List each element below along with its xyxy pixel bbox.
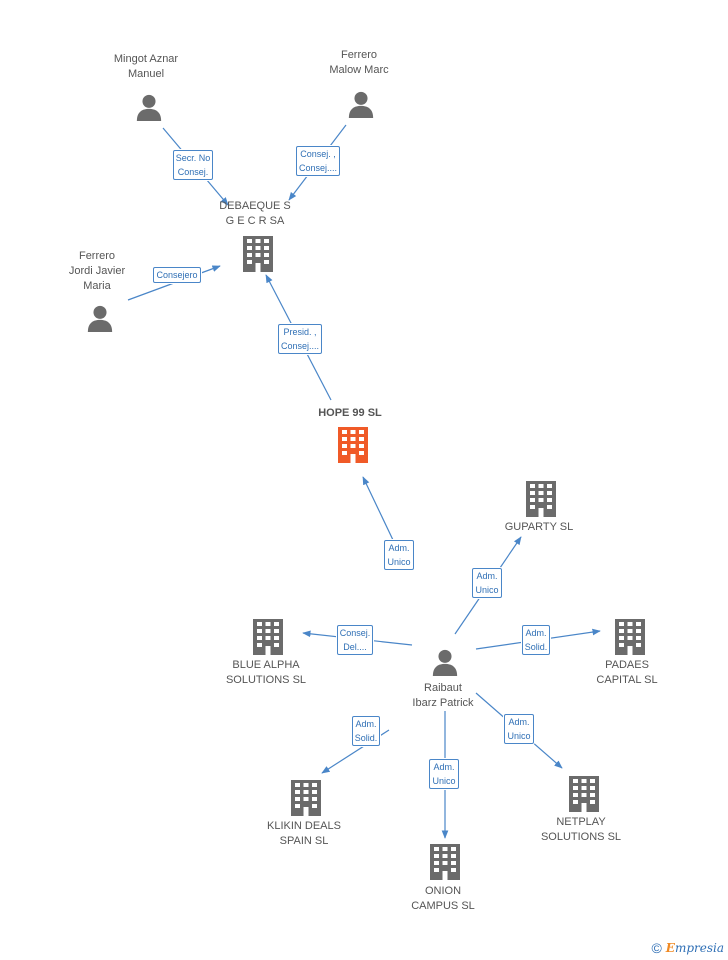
edge-label-ferrero_m-to-debaeque[interactable]: Consej. , Consej.... xyxy=(295,146,341,176)
netplay-building-icon[interactable] xyxy=(569,776,599,812)
edge-label-raibaut-to-guparty[interactable]: Adm. Unico xyxy=(472,568,502,598)
guparty-building-icon[interactable] xyxy=(526,481,556,517)
node-label-hope[interactable]: HOPE 99 SL xyxy=(318,406,382,419)
edge-label-raibaut-to-netplay[interactable]: Adm. Unico xyxy=(504,714,534,744)
edge-label-ferrero_j-to-debaeque[interactable]: Consejero xyxy=(153,267,201,283)
edge-raibaut-to-hope xyxy=(362,476,394,541)
debaeque-building-icon[interactable] xyxy=(243,236,273,272)
node-label-mingot[interactable]: Mingot Aznar Manuel xyxy=(113,53,179,80)
mingot-person-icon[interactable] xyxy=(136,94,162,121)
footer-brand: © Empresia xyxy=(651,940,724,956)
raibaut-person-icon[interactable] xyxy=(432,649,458,676)
edge-label-raibaut-to-padaes[interactable]: Adm. Solid. xyxy=(521,625,551,655)
edge-label-raibaut-to-hope[interactable]: Adm. Unico xyxy=(384,540,414,570)
edge-ferrero_j-to-debaeque xyxy=(127,265,221,301)
node-label-padaes[interactable]: PADAES CAPITAL SL xyxy=(596,659,658,686)
hope-building-icon[interactable] xyxy=(338,427,368,463)
brand-logo: Empresia xyxy=(665,941,724,955)
edge-label-raibaut-to-onion[interactable]: Adm. Unico xyxy=(429,759,459,789)
node-label-guparty[interactable]: GUPARTY SL xyxy=(504,520,574,533)
ferrero_j-person-icon[interactable] xyxy=(87,305,113,332)
node-label-debaeque[interactable]: DEBAEQUE S G E C R SA xyxy=(219,200,291,227)
node-label-onion[interactable]: ONION CAMPUS SL xyxy=(411,885,475,912)
edge-label-mingot-to-debaeque[interactable]: Secr. No Consej. xyxy=(172,150,214,180)
bluealpha-building-icon[interactable] xyxy=(253,619,283,655)
node-label-ferrero_m[interactable]: Ferrero Malow Marc xyxy=(329,49,389,76)
ferrero_m-person-icon[interactable] xyxy=(348,91,374,118)
copyright-icon: © xyxy=(651,940,662,956)
edge-label-raibaut-to-klikin[interactable]: Adm. Solid. xyxy=(351,716,381,746)
onion-building-icon[interactable] xyxy=(430,844,460,880)
padaes-building-icon[interactable] xyxy=(615,619,645,655)
klikin-building-icon[interactable] xyxy=(291,780,321,816)
node-label-raibaut[interactable]: Raibaut Ibarz Patrick xyxy=(412,682,474,709)
node-label-bluealpha[interactable]: BLUE ALPHA SOLUTIONS SL xyxy=(225,659,307,686)
node-label-klikin[interactable]: KLIKIN DEALS SPAIN SL xyxy=(267,820,341,847)
node-label-ferrero_j[interactable]: Ferrero Jordi Javier Maria xyxy=(68,249,126,292)
edge-label-raibaut-to-bluealpha[interactable]: Consej. Del.... xyxy=(336,625,374,655)
edge-label-hope-to-debaeque[interactable]: Presid. , Consej.... xyxy=(277,324,323,354)
node-label-netplay[interactable]: NETPLAY SOLUTIONS SL xyxy=(540,816,622,843)
